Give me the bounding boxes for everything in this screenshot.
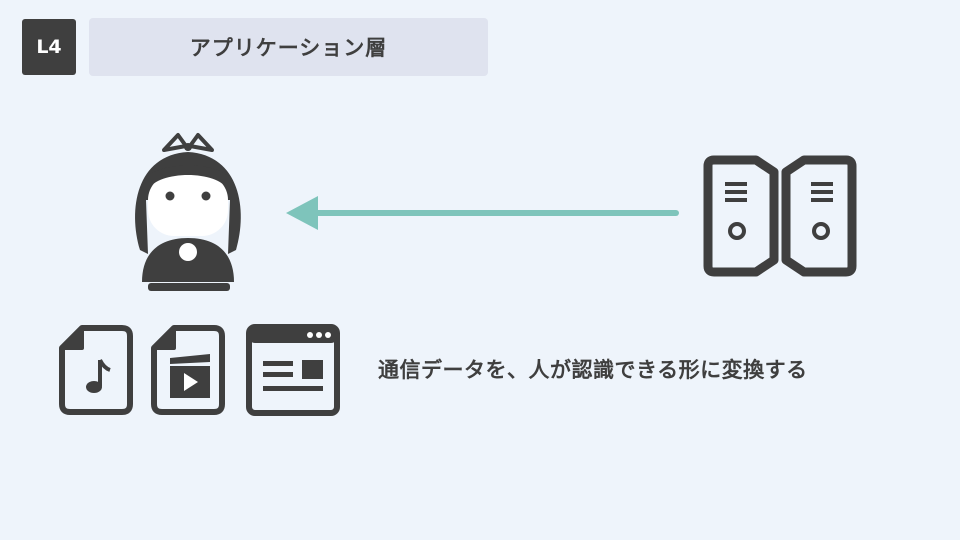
layer-badge: L4 — [22, 19, 76, 75]
diagram-caption: 通信データを、人が認識できる形に変換する — [378, 358, 808, 382]
webpage-icon — [246, 324, 340, 416]
server-pair-icon — [703, 155, 857, 277]
video-file-icon — [151, 325, 225, 415]
arrow-left-icon — [286, 196, 679, 230]
music-file-icon — [59, 325, 133, 415]
girl-user-icon — [135, 133, 241, 291]
layer-title: アプリケーション層 — [89, 18, 488, 76]
